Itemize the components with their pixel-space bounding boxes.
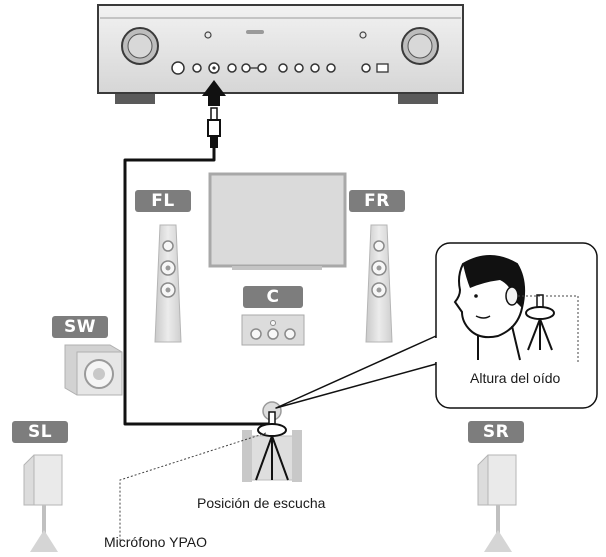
mic-plug-icon bbox=[207, 107, 221, 148]
receiver-button-4 bbox=[257, 63, 267, 73]
receiver-button-3 bbox=[241, 63, 251, 73]
callout-microphone-icon bbox=[525, 294, 555, 351]
front-left-speaker-icon bbox=[154, 224, 182, 343]
indicator-led-1 bbox=[204, 31, 212, 39]
receiver-foot-right bbox=[398, 92, 438, 104]
badge-fl: FL bbox=[135, 190, 191, 212]
display-slot bbox=[246, 30, 264, 34]
badge-sr: SR bbox=[468, 421, 524, 443]
receiver-button-8 bbox=[326, 63, 336, 73]
receiver-button-5 bbox=[278, 63, 288, 73]
indicator-led-2 bbox=[359, 31, 367, 39]
tv-icon bbox=[208, 172, 347, 270]
av-receiver bbox=[97, 4, 464, 104]
surround-right-speaker-icon bbox=[477, 454, 517, 552]
badge-c: C bbox=[243, 286, 303, 308]
receiver-button-9 bbox=[361, 63, 371, 73]
volume-knob-left-inner bbox=[127, 33, 153, 59]
connection-arrow-icon bbox=[202, 80, 226, 106]
listening-position-label: Posición de escucha bbox=[197, 495, 326, 511]
surround-left-speaker-icon bbox=[23, 454, 63, 552]
listener-head-icon bbox=[453, 255, 526, 361]
usb-port-icon bbox=[376, 63, 389, 73]
receiver-button-6 bbox=[294, 63, 304, 73]
center-speaker-icon bbox=[241, 314, 305, 346]
badge-fr: FR bbox=[349, 190, 405, 212]
ear-height-label: Altura del oído bbox=[470, 370, 561, 386]
ear-height-guide bbox=[518, 295, 579, 362]
microphone-label: Micrófono YPAO bbox=[104, 534, 207, 550]
badge-sw: SW bbox=[52, 316, 108, 338]
volume-knob-right-inner bbox=[407, 33, 433, 59]
subwoofer-icon bbox=[64, 344, 123, 396]
receiver-button-7 bbox=[310, 63, 320, 73]
power-button-icon bbox=[171, 61, 185, 75]
ypao-mic-jack-center bbox=[212, 66, 216, 70]
microphone-leader-line bbox=[119, 432, 267, 543]
receiver-button-2 bbox=[227, 63, 237, 73]
badge-sl: SL bbox=[12, 421, 68, 443]
receiver-foot-left bbox=[115, 92, 155, 104]
front-right-speaker-icon bbox=[365, 224, 393, 343]
receiver-button-1 bbox=[192, 63, 202, 73]
